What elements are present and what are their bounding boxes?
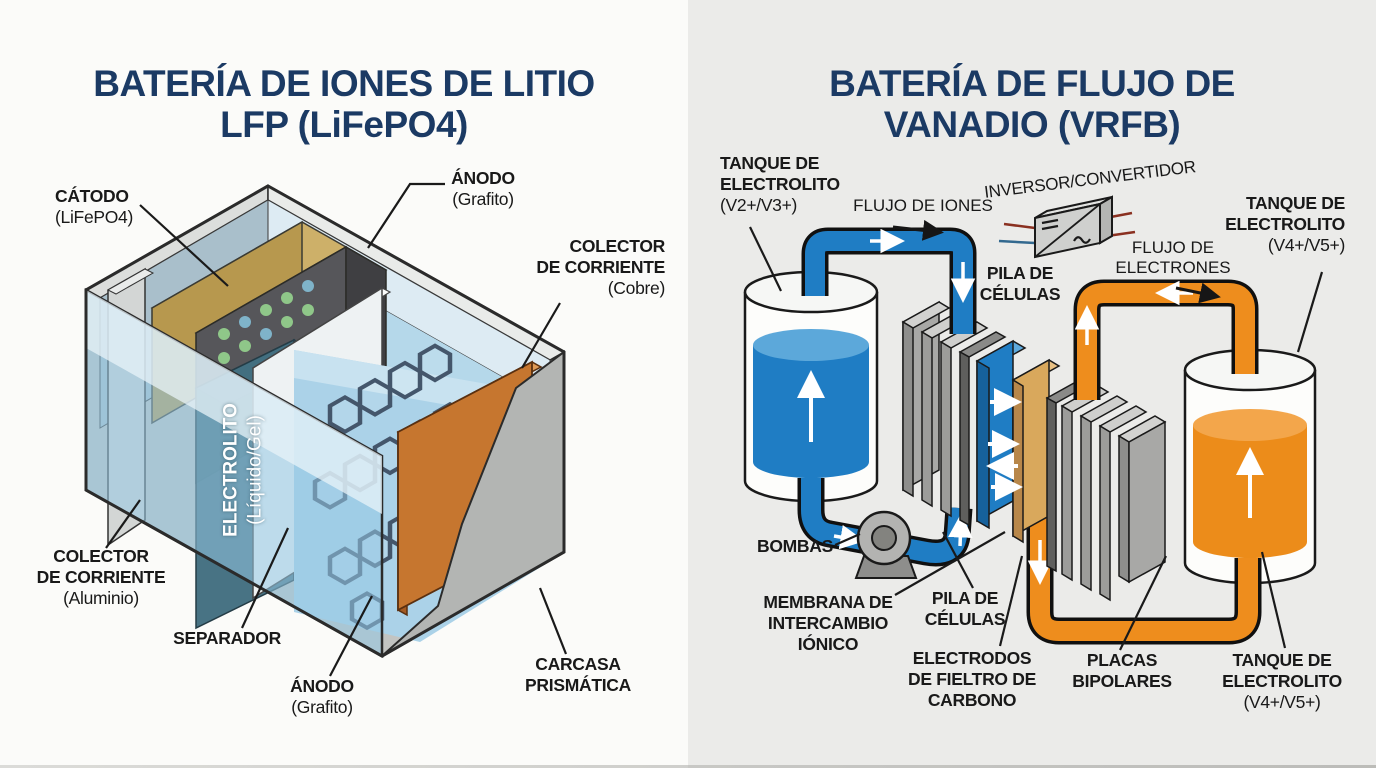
- vrfb-title: BATERÍA DE FLUJO DE VANADIO (VRFB): [688, 63, 1376, 146]
- left-electrolyte-tank: [743, 270, 879, 503]
- label-colector-aluminio-detail: (Aluminio): [63, 588, 139, 608]
- panel-vrfb-battery: BATERÍA DE FLUJO DE VANADIO (VRFB): [688, 0, 1376, 768]
- label-electrodos-line3: CARBONO: [927, 690, 1017, 710]
- label-colector-aluminio: COLECTOR DE CORRIENTE (Aluminio): [37, 546, 166, 609]
- label-flujo-iones: FLUJO DE IONES: [853, 196, 993, 216]
- flow-direction-arrows: [892, 219, 1221, 304]
- right-electrolyte-tank: [1183, 348, 1317, 585]
- label-membrana-line2: INTERCAMBIO: [767, 613, 889, 633]
- inverter-converter: [998, 195, 1136, 259]
- lfp-title-line1: BATERÍA DE IONES DE LITIO: [93, 62, 595, 104]
- label-anodo-top-name: ÁNODO: [451, 168, 515, 188]
- label-catodo: CÁTODO (LiFePO4): [55, 186, 133, 228]
- label-catodo-name: CÁTODO: [55, 186, 129, 206]
- label-pila-bottom-line2: CÉLULAS: [924, 609, 1006, 629]
- label-electrolito: ELECTROLITO (Líquido/Gel): [219, 403, 267, 537]
- label-pila-top-line1: PILA DE: [986, 263, 1054, 283]
- label-electrodos-line1: ELECTRODOS: [912, 648, 1032, 668]
- lfp-leader-lines: [105, 182, 568, 677]
- label-separador: SEPARADOR: [173, 628, 281, 649]
- label-anodo-bottom: ÁNODO (Grafito): [290, 676, 354, 718]
- ac-symbol: [1073, 236, 1091, 244]
- label-membrana: MEMBRANA DE INTERCAMBIO IÓNICO: [763, 592, 893, 655]
- label-electrodos-line2: DE FIELTRO DE: [908, 669, 1036, 689]
- label-carcasa: CARCASA PRISMÁTICA: [525, 654, 631, 696]
- label-tanque-izq: TANQUE DE ELECTROLITO (V2+/V3+): [720, 153, 840, 216]
- top-orange-pipe: [1073, 279, 1259, 400]
- label-electrolito-detail: (Líquido/Gel): [244, 415, 265, 525]
- label-pila-top-line2: CÉLULAS: [979, 284, 1061, 304]
- label-colector-cobre-line2: DE CORRIENTE: [536, 257, 665, 277]
- label-tanque-izq-detail: (V2+/V3+): [720, 195, 798, 215]
- label-electrodos: ELECTRODOS DE FIELTRO DE CARBONO: [908, 648, 1036, 711]
- label-placas: PLACAS BIPOLARES: [1072, 650, 1172, 692]
- lfp-title: BATERÍA DE IONES DE LITIO LFP (LiFePO4): [0, 63, 688, 146]
- label-anodo-top: ÁNODO (Grafito): [451, 168, 515, 210]
- label-pila-bottom: PILA DE CÉLULAS: [925, 588, 1006, 630]
- label-tanque-der-top-detail: (V4+/V5+): [1267, 235, 1345, 255]
- label-tanque-der-bottom: TANQUE DE ELECTROLITO (V4+/V5+): [1222, 650, 1342, 713]
- label-flujo-electrones: FLUJO DE ELECTRONES: [1115, 238, 1230, 279]
- dc-symbol: [1041, 218, 1059, 231]
- pump: [854, 510, 918, 579]
- label-flujo-electrones-line1: FLUJO DE: [1131, 238, 1215, 257]
- label-tanque-der-top-line1: TANQUE DE: [1245, 193, 1345, 213]
- ion-exchange-arrows: [986, 388, 1023, 501]
- label-carcasa-line2: PRISMÁTICA: [525, 675, 631, 695]
- label-separador-name: SEPARADOR: [173, 628, 281, 648]
- label-tanque-izq-line1: TANQUE DE: [720, 153, 820, 173]
- label-membrana-line3: IÓNICO: [797, 634, 859, 654]
- vrfb-leader-lines: [749, 226, 1324, 651]
- lfp-title-line2: LFP (LiFePO4): [220, 104, 468, 146]
- label-colector-aluminio-line1: COLECTOR: [53, 546, 149, 566]
- label-tanque-der-top: TANQUE DE ELECTROLITO (V4+/V5+): [1225, 193, 1345, 256]
- label-flujo-electrones-line2: ELECTRONES: [1115, 258, 1231, 278]
- label-electrolito-name: ELECTROLITO: [220, 403, 242, 537]
- label-membrana-line1: MEMBRANA DE: [763, 592, 893, 612]
- label-colector-aluminio-line2: DE CORRIENTE: [36, 567, 166, 587]
- label-flujo-iones-text: FLUJO DE IONES: [853, 196, 993, 215]
- label-colector-cobre: COLECTOR DE CORRIENTE (Cobre): [536, 236, 665, 299]
- label-carcasa-line1: CARCASA: [535, 654, 621, 674]
- label-pila-bottom-line1: PILA DE: [931, 588, 999, 608]
- label-anodo-bottom-name: ÁNODO: [290, 676, 354, 696]
- label-anodo-top-detail: (Grafito): [452, 189, 514, 209]
- label-anodo-bottom-detail: (Grafito): [291, 697, 353, 717]
- bottom-orange-pipe: [1026, 510, 1262, 645]
- label-colector-cobre-line1: COLECTOR: [569, 236, 666, 256]
- label-placas-line1: PLACAS: [1086, 650, 1158, 670]
- label-catodo-detail: (LiFePO4): [55, 207, 134, 227]
- vrfb-title-line2: VANADIO (VRFB): [883, 104, 1181, 146]
- case-front-left-wall: [84, 184, 566, 659]
- label-tanque-der-bottom-detail: (V4+/V5+): [1243, 692, 1321, 712]
- label-tanque-izq-line2: ELECTROLITO: [720, 174, 840, 194]
- panel-lfp-battery: BATERÍA DE IONES DE LITIO LFP (LiFePO4): [0, 62, 688, 718]
- top-blue-pipe: [801, 227, 977, 334]
- vrfb-title-line1: BATERÍA DE FLUJO DE: [829, 62, 1235, 104]
- label-bombas-text: BOMBAS: [757, 536, 833, 556]
- label-colector-cobre-detail: (Cobre): [607, 278, 666, 298]
- label-placas-line2: BIPOLARES: [1072, 671, 1172, 691]
- label-pila-top: PILA DE CÉLULAS: [980, 263, 1061, 305]
- vrfb-flow-diagram: [743, 195, 1324, 651]
- label-tanque-der-top-line2: ELECTROLITO: [1225, 214, 1345, 234]
- label-bombas: BOMBAS: [757, 536, 833, 557]
- lfp-battery-illustration: [84, 182, 568, 677]
- label-tanque-der-bottom-line2: ELECTROLITO: [1222, 671, 1342, 691]
- label-tanque-der-bottom-line1: TANQUE DE: [1232, 650, 1332, 670]
